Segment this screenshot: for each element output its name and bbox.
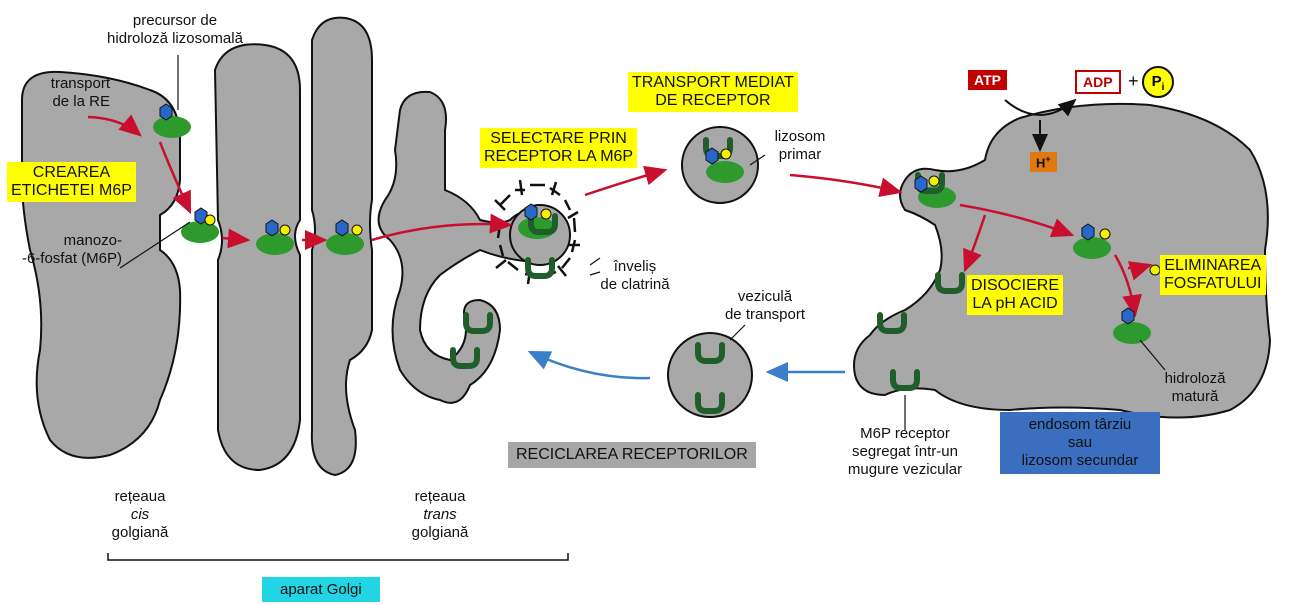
label-late-endosome: endosom târziu sau lizosom secundar — [1000, 412, 1160, 474]
label-recycling: RECICLAREA RECEPTORILOR — [508, 442, 756, 468]
label-mature-hydrolase-line1: hidroloză — [1150, 370, 1240, 388]
label-dissociation-line2: LA pH ACID — [971, 295, 1059, 313]
label-cis: rețeaua cis golgiană — [100, 488, 180, 542]
adp-badge: ADP — [1075, 70, 1121, 94]
label-m6p-receptor: M6P receptor segregat într-un mugure vez… — [830, 425, 980, 479]
label-transport-re-line1: transport — [20, 75, 110, 93]
label-clathrin: înveliș de clatrină — [590, 258, 680, 294]
transport-vesicle — [668, 333, 752, 417]
label-phosphate-removal: ELIMINAREA FOSFATULUI — [1160, 255, 1266, 295]
label-m6p-receptor-line2: segregat într-un — [830, 443, 980, 461]
label-clathrin-line2: de clatrină — [590, 276, 680, 294]
label-lysosome-primary: lizosom primar — [760, 128, 840, 164]
label-cis-line2: cis — [100, 506, 180, 524]
label-mature-hydrolase: hidroloză matură — [1150, 370, 1240, 406]
label-vesicle-line2: de transport — [710, 306, 820, 324]
label-lysosome-primary-line2: primar — [760, 146, 840, 164]
pi-badge: Pi — [1142, 66, 1174, 98]
label-lysosome-primary-line1: lizosom — [760, 128, 840, 146]
label-receptor-transport: TRANSPORT MEDIAT DE RECEPTOR — [628, 72, 798, 112]
label-precursor-line2: hidroloză lizosomală — [95, 30, 255, 48]
plus-sign: + — [1128, 72, 1139, 90]
label-creation: CREAREA ETICHETEI M6P — [7, 162, 136, 202]
label-manose-line2: -6-fosfat (M6P) — [0, 250, 122, 268]
label-dissociation-line1: DISOCIERE — [971, 277, 1059, 295]
label-vesicle-line1: veziculă — [710, 288, 820, 306]
label-m6p-receptor-line3: mugure vezicular — [830, 461, 980, 479]
hplus-badge: H+ — [1030, 152, 1057, 172]
label-mature-hydrolase-line2: matură — [1150, 388, 1240, 406]
label-trans-line1: rețeaua — [400, 488, 480, 506]
label-precursor: precursor de hidroloză lizosomală — [95, 12, 255, 48]
pi-sub: i — [1162, 82, 1165, 93]
label-manose: manozo- -6-fosfat (M6P) — [0, 232, 122, 268]
label-cis-line1: rețeaua — [100, 488, 180, 506]
label-trans-line3: golgiană — [400, 524, 480, 542]
label-late-endosome-line3: lizosom secundar — [1010, 452, 1150, 470]
label-m6p-receptor-line1: M6P receptor — [830, 425, 980, 443]
label-phosphate-removal-line1: ELIMINAREA — [1164, 257, 1262, 275]
golgi-cisterna-medial — [215, 44, 300, 470]
label-transport-re-line2: de la RE — [20, 93, 110, 111]
label-selection-line2: RECEPTOR LA M6P — [484, 148, 633, 166]
label-phosphate-removal-line2: FOSFATULUI — [1164, 275, 1262, 293]
label-trans: rețeaua trans golgiană — [400, 488, 480, 542]
label-manose-line1: manozo- — [0, 232, 122, 250]
label-creation-line2: ETICHETEI M6P — [11, 182, 132, 200]
label-creation-line1: CREAREA — [11, 164, 132, 182]
label-late-endosome-line1: endosom târziu — [1010, 416, 1150, 434]
pi-base: P — [1152, 73, 1162, 90]
label-clathrin-line1: înveliș — [590, 258, 680, 276]
label-golgi: aparat Golgi — [262, 577, 380, 602]
golgi-bracket — [108, 553, 568, 560]
label-trans-line2: trans — [400, 506, 480, 524]
label-dissociation: DISOCIERE LA pH ACID — [967, 275, 1063, 315]
label-selection-line1: SELECTARE PRIN — [484, 130, 633, 148]
label-cis-line3: golgiană — [100, 524, 180, 542]
label-vesicle: veziculă de transport — [710, 288, 820, 324]
label-receptor-transport-line1: TRANSPORT MEDIAT — [632, 74, 794, 92]
hplus-base: H — [1036, 155, 1045, 170]
label-receptor-transport-line2: DE RECEPTOR — [632, 92, 794, 110]
label-late-endosome-line2: sau — [1010, 434, 1150, 452]
label-transport-re: transport de la RE — [20, 75, 110, 111]
hplus-sup: + — [1045, 154, 1050, 164]
label-precursor-line1: precursor de — [95, 12, 255, 30]
label-selection: SELECTARE PRIN RECEPTOR LA M6P — [480, 128, 637, 168]
atp-badge: ATP — [968, 70, 1007, 90]
